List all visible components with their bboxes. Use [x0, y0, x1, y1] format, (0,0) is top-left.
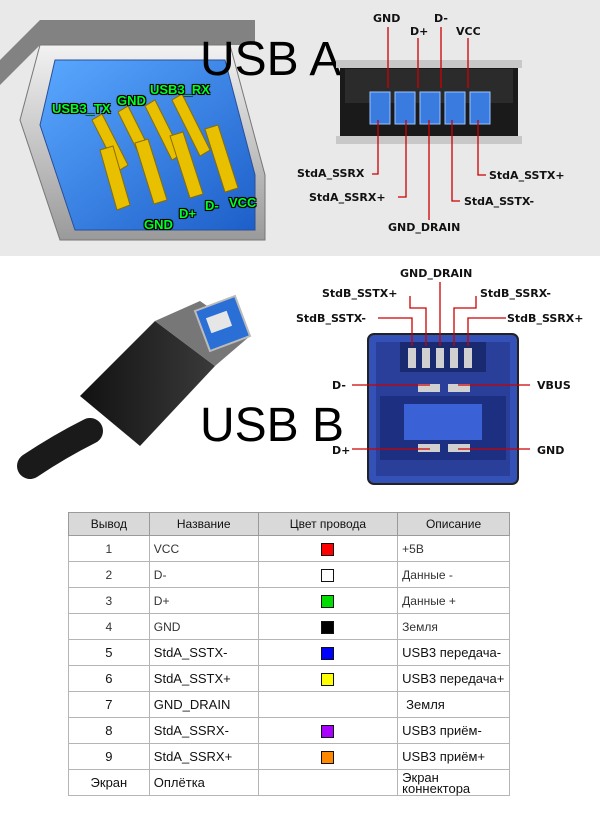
- name-cell: StdA_SSRX+: [148, 743, 259, 770]
- color-swatch: [321, 568, 335, 582]
- socket-a-label-vcc: VCC: [456, 25, 481, 38]
- color-cell: [257, 639, 399, 666]
- description-cell: USB3 передача-: [397, 639, 510, 666]
- color-swatch: [321, 673, 335, 687]
- description-cell: Земля: [397, 691, 510, 718]
- name-cell: D-: [148, 561, 259, 588]
- name-cell: D+: [148, 587, 259, 614]
- socket-a-label-ssrx-minus: StdA_SSRX: [297, 167, 365, 180]
- socket-b-label-sstx-minus: StdB_SSTX-: [296, 312, 366, 325]
- plug-label-usb3-rx: USB3_RX: [150, 82, 210, 97]
- pin-cell: 8: [68, 717, 150, 744]
- table-row: 1 VCC +5В: [68, 535, 510, 562]
- header-description: Описание: [397, 512, 510, 536]
- socket-b-label-gnd: GND: [537, 444, 565, 457]
- table-row: 4 GND Земля: [68, 613, 510, 640]
- header-name: Название: [148, 512, 259, 536]
- usb-a-plug-illustration: [0, 20, 266, 241]
- name-cell: GND_DRAIN: [148, 691, 259, 718]
- pin-cell: 7: [68, 691, 150, 718]
- description-cell: Экран коннектора: [397, 769, 510, 796]
- description-cell: Данные +: [397, 587, 510, 614]
- description-cell: USB3 приём+: [397, 743, 510, 770]
- description-line: Экран: [402, 769, 439, 785]
- table-row: Экран Оплётка Экран коннектора: [68, 769, 510, 796]
- color-cell: [257, 717, 399, 744]
- table-row: 2 D- Данные -: [68, 561, 510, 588]
- socket-b-label-ssrx-plus: StdB_SSRX+: [507, 312, 584, 325]
- description-cell: USB3 передача+: [397, 665, 510, 692]
- color-cell: [257, 769, 399, 796]
- socket-a-label-d-minus: D-: [434, 12, 448, 25]
- table-row: 8 StdA_SSRX- USB3 приём-: [68, 717, 510, 744]
- socket-a-label-d-plus: D+: [410, 25, 429, 38]
- usb-b-title: USB B: [200, 399, 345, 452]
- socket-b-label-gnd-drain: GND_DRAIN: [400, 267, 473, 280]
- name-cell: StdA_SSTX-: [148, 639, 259, 666]
- socket-b-label-d-plus: D+: [332, 444, 351, 457]
- plug-label-gnd-top: GND: [117, 93, 146, 108]
- socket-a-label-ssrx-plus: StdA_SSRX+: [309, 191, 386, 204]
- table-row: 9 StdA_SSRX+ USB3 приём+: [68, 743, 510, 770]
- color-swatch: [321, 647, 335, 661]
- table-row: 7 GND_DRAIN Земля: [68, 691, 510, 718]
- usb-a-socket-illustration: [336, 27, 522, 220]
- color-swatch: [321, 542, 335, 556]
- description-cell: +5В: [397, 535, 510, 562]
- usb-b-socket-illustration: [352, 282, 530, 485]
- plug-label-vcc: VCC: [229, 195, 257, 210]
- color-swatch: [321, 725, 335, 739]
- pinout-table: Вывод Название Цвет провода Описание 1 V…: [68, 512, 510, 796]
- socket-b-label-sstx-plus: StdB_SSTX+: [322, 287, 398, 300]
- pin-cell: 4: [68, 613, 150, 640]
- color-cell: [257, 691, 399, 718]
- socket-b-label-d-minus: D-: [332, 379, 346, 392]
- socket-a-label-sstx-minus: StdA_SSTX-: [464, 195, 535, 208]
- color-swatch: [321, 594, 335, 608]
- name-cell: VCC: [148, 535, 259, 562]
- name-cell: Оплётка: [148, 769, 259, 796]
- pin-cell: 5: [68, 639, 150, 666]
- header-pin: Вывод: [68, 512, 150, 536]
- table-row: 6 StdA_SSTX+ USB3 передача+: [68, 665, 510, 692]
- name-cell: GND: [148, 613, 259, 640]
- header-color: Цвет провода: [257, 512, 399, 536]
- plug-label-usb3-tx: USB3_TX: [52, 101, 111, 116]
- color-swatch: [321, 751, 335, 765]
- description-line: коннектора: [402, 780, 471, 796]
- table-row: 5 StdA_SSTX- USB3 передача-: [68, 639, 510, 666]
- description-cell: USB3 приём-: [397, 717, 510, 744]
- socket-b-label-ssrx-minus: StdB_SSRX-: [480, 287, 551, 300]
- plug-label-d-plus: D+: [179, 206, 196, 221]
- socket-a-label-gnd-drain: GND_DRAIN: [388, 221, 461, 234]
- color-cell: [257, 613, 399, 640]
- pin-cell: 1: [68, 535, 150, 562]
- description-cell: Данные -: [397, 561, 510, 588]
- color-cell: [257, 535, 399, 562]
- socket-a-label-sstx-plus: StdA_SSTX+: [489, 169, 565, 182]
- pin-cell: Экран: [68, 769, 150, 796]
- name-cell: StdA_SSRX-: [148, 717, 259, 744]
- color-cell: [257, 743, 399, 770]
- pin-cell: 3: [68, 587, 150, 614]
- pin-cell: 6: [68, 665, 150, 692]
- description-cell: Земля: [397, 613, 510, 640]
- color-swatch: [321, 620, 335, 634]
- pin-cell: 9: [68, 743, 150, 770]
- socket-b-label-vbus: VBUS: [537, 379, 571, 392]
- color-cell: [257, 561, 399, 588]
- table-header-row: Вывод Название Цвет провода Описание: [68, 512, 510, 536]
- table-row: 3 D+ Данные +: [68, 587, 510, 614]
- color-cell: [257, 587, 399, 614]
- usb-a-title: USB A: [200, 33, 342, 86]
- name-cell: StdA_SSTX+: [148, 665, 259, 692]
- socket-a-label-gnd: GND: [373, 12, 401, 25]
- usb-a-panel: USB3_TX GND USB3_RX GND D+ D- VCC USB A: [0, 0, 600, 256]
- usb-b-panel: USB B GND_DRAIN St: [0, 256, 600, 500]
- plug-label-d-minus: D-: [205, 198, 219, 213]
- plug-label-gnd-bottom: GND: [144, 217, 173, 232]
- color-cell: [257, 665, 399, 692]
- usb-b-cable-illustration: [17, 294, 252, 479]
- pin-cell: 2: [68, 561, 150, 588]
